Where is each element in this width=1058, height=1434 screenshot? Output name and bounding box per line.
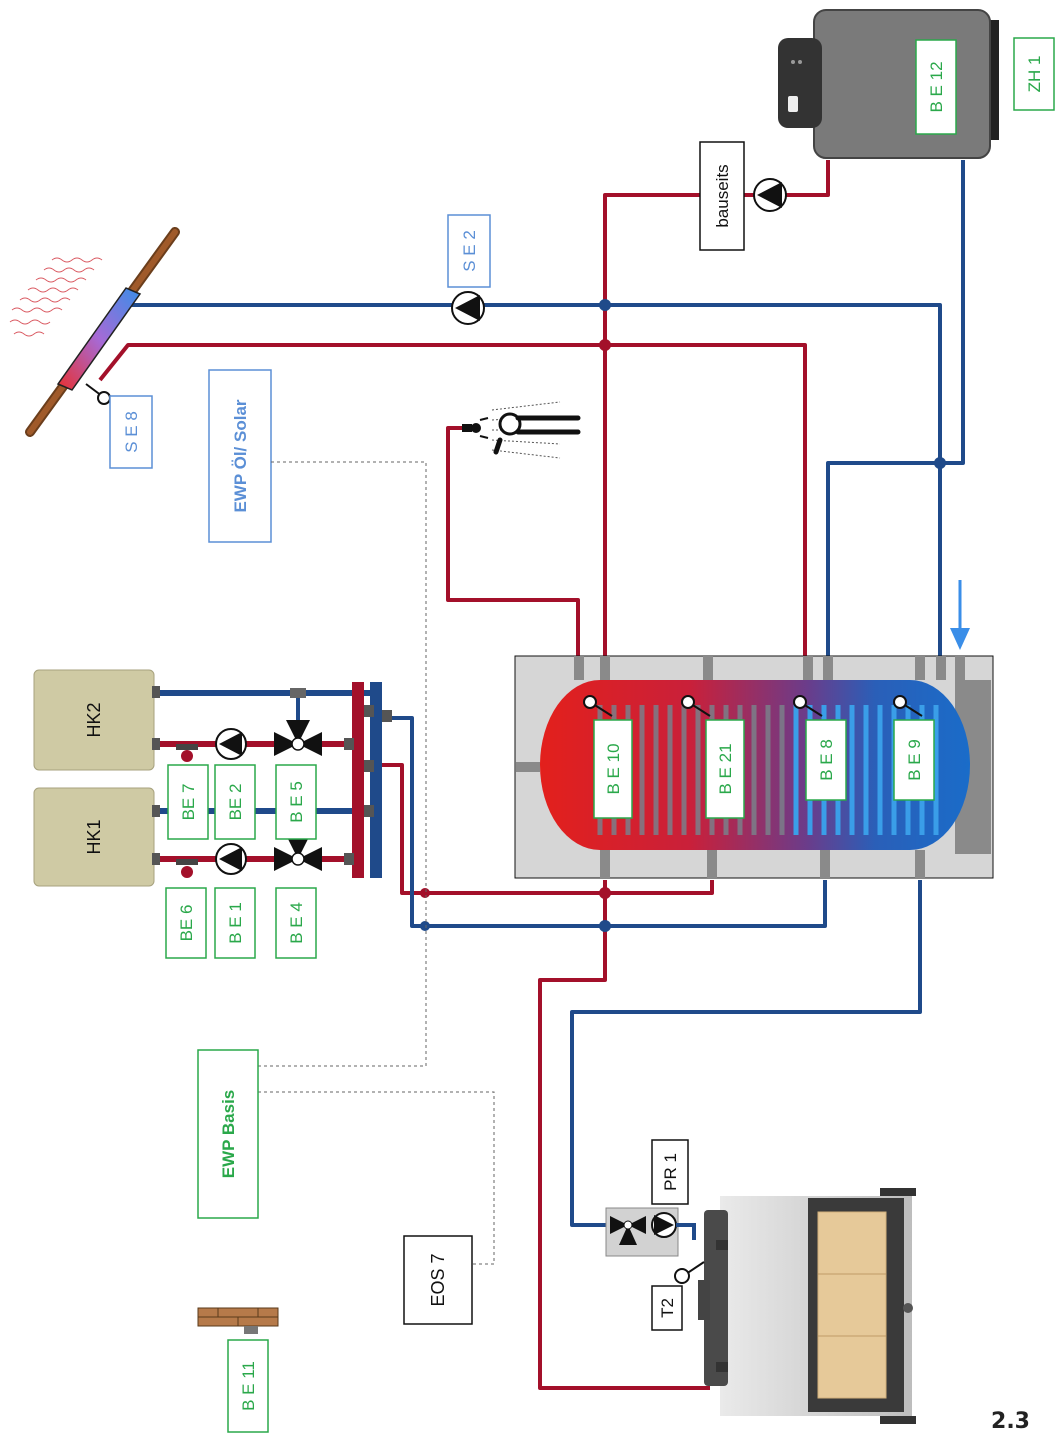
solar-pump-icon [451,291,485,325]
stove-flow-pipe [538,880,710,1390]
distributor-return-bar [370,682,382,878]
buffer-tank: B E 10 B E 21 B E 8 B E 9 [514,580,994,879]
svg-text:bauseits: bauseits [713,164,732,227]
boiler-unit: B E 12 [778,9,999,159]
hk2-unit: HK2 [33,669,160,771]
zh1-label-box: ZH 1 [1013,37,1055,111]
pr1-label-box: PR 1 [651,1139,689,1205]
svg-text:B E 8: B E 8 [817,739,836,781]
be8-label-box: B E 8 [805,719,847,801]
hk1-box [33,787,155,887]
hk1-pump-icon [215,843,247,875]
svg-text:B E 12: B E 12 [927,61,946,112]
svg-text:ZH 1: ZH 1 [1025,56,1044,93]
pipe-junctions [420,299,946,932]
distributor [344,682,392,878]
stove-sensor-icon [674,1261,705,1284]
be12-label-box: B E 12 [915,39,957,135]
hk-labels: BE 7 BE 2 B E 5 BE 6 B E 1 B E 4 [165,764,317,959]
svg-text:BE 6: BE 6 [177,905,196,942]
solar-panel-icon [56,287,142,391]
hc-return-pipe [380,716,827,928]
dhw-pipe [446,426,580,660]
bauseits-pump-icon [753,178,787,212]
stove-pump-icon [651,1212,677,1238]
svg-text:BE 2: BE 2 [226,784,245,821]
svg-text:B E 21: B E 21 [716,743,735,794]
be4-label-box: B E 4 [275,887,317,959]
hk1-label: HK1 [84,819,104,854]
be7-label-box: BE 7 [167,764,209,840]
cold-water-inlet-arrow-icon [950,580,970,650]
svg-text:B E 1: B E 1 [226,902,245,944]
tank-labels: B E 10 B E 21 B E 8 B E 9 [593,719,935,819]
be11-label-box: B E 11 [227,1339,269,1433]
be6-label-box: BE 6 [165,887,207,959]
svg-text:S E 8: S E 8 [122,411,141,453]
svg-text:BE 7: BE 7 [179,784,198,821]
stove-valve-group [605,1207,705,1284]
solar-return-pipe [120,303,942,660]
solar-collector [9,227,180,437]
hk1-mixing-valve-icon [274,835,322,871]
be5-label-box: B E 5 [275,764,317,840]
svg-text:B E 11: B E 11 [239,1361,258,1411]
svg-text:B E 9: B E 9 [905,739,924,781]
distributor-flow-bar [352,682,364,878]
svg-text:B E 5: B E 5 [287,781,306,823]
hk2-label: HK2 [84,702,104,737]
be2-label-box: BE 2 [214,764,256,840]
sun-rays-icon [9,257,103,337]
be1-label-box: B E 1 [214,887,256,959]
be10-label-box: B E 10 [593,719,633,819]
hk2-pump-icon [215,728,247,760]
hc-flow-pipe [372,763,714,895]
se8-label-box: S E 8 [109,395,153,469]
page-number: 2.3 [991,1409,1030,1434]
svg-text:EOS 7: EOS 7 [428,1253,448,1306]
stove-window [817,1211,887,1399]
stove-return-pipe [570,880,922,1227]
hk2-mixing-valve-icon [274,688,322,756]
stove-unit [698,1188,916,1424]
room-sensor-icon [197,1307,279,1334]
signal-lines [258,461,495,1265]
tank-sensor-icons [583,695,923,717]
svg-text:B E 10: B E 10 [604,743,623,794]
ewp-basis-box: EWP Basis [197,1049,259,1219]
t2-label-box: T2 [651,1285,683,1331]
hk2-box [33,669,155,771]
ewp-oel-solar-box: EWP Öl/ Solar [208,369,272,543]
eos7-label-box: EOS 7 [403,1235,473,1325]
svg-text:EWP Öl/ Solar: EWP Öl/ Solar [231,399,250,512]
svg-text:B E 4: B E 4 [287,902,306,944]
be9-label-box: B E 9 [893,719,935,801]
hk-pumps [215,728,247,875]
svg-text:T2: T2 [658,1298,677,1318]
flow-thermostat-icons [176,744,198,878]
be21-label-box: B E 21 [705,719,745,819]
se2-label-box: S E 2 [447,214,491,288]
shower-icon [462,401,581,459]
boiler-body [813,9,991,159]
svg-text:S E 2: S E 2 [460,230,479,272]
solar-flow-pipe [98,343,807,660]
thermal-valve-icon [610,1216,646,1245]
solar-sensor-icon [85,383,111,405]
mixing-valves [274,688,322,871]
hk1-unit: HK1 [33,787,160,887]
svg-text:PR 1: PR 1 [661,1153,680,1191]
boiler-return-pipe [826,160,965,660]
bauseits-label-box: bauseits [699,141,745,251]
svg-text:EWP Basis: EWP Basis [219,1090,238,1179]
